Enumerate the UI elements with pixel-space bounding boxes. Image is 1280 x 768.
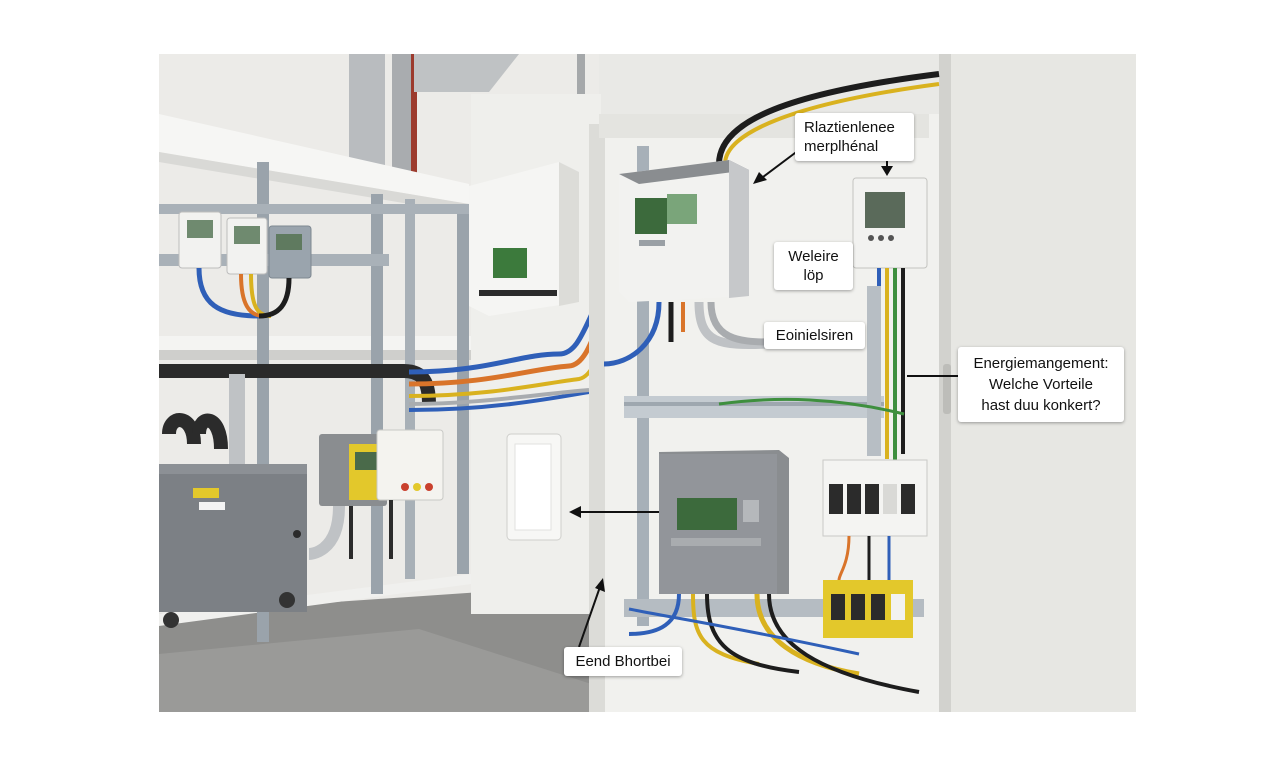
callout-mid: Weleire löp [774,242,853,290]
lower-controller [659,450,789,594]
callout-small: Eoinielsiren [764,322,865,349]
breaker-panel [822,459,928,638]
callout-bottom: Eend Bhortbei [564,647,682,676]
callout-top: Rlaztienlenee merplhénal [795,113,914,161]
heat-pump-unit [159,374,307,628]
energy-meter-right [852,177,928,269]
callout-energy-management: Energiemangement: Welche Vorteile hast d… [958,347,1124,422]
main-controller [619,160,749,302]
meter-1 [178,211,222,269]
inverter-box [469,162,579,316]
